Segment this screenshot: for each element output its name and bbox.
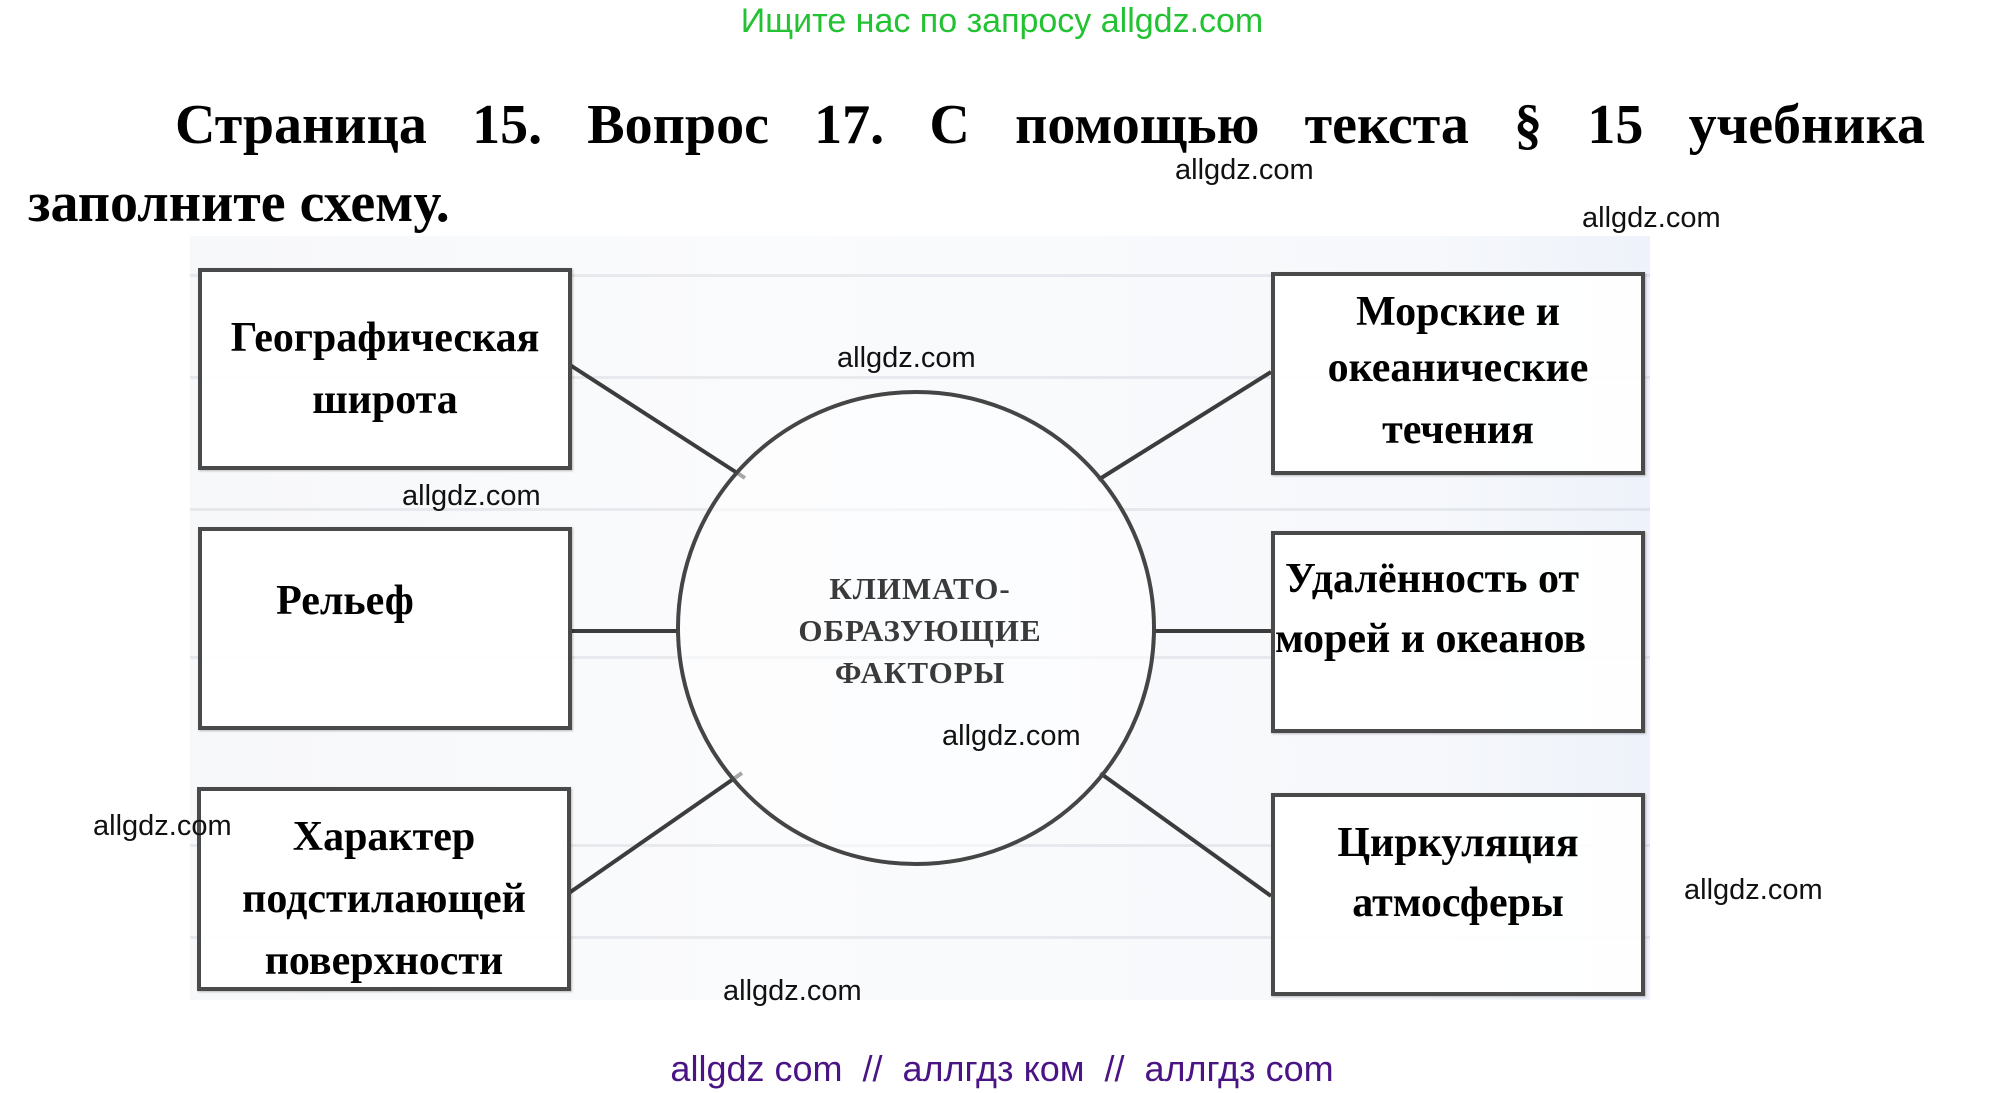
box-label: Рельеф — [276, 578, 414, 624]
watermark: allgdz.com — [837, 342, 976, 374]
center-label-line: ОБРАЗУЮЩИЕ — [798, 613, 1042, 648]
box-label: подстилающей — [242, 876, 526, 922]
center-circle — [676, 390, 1156, 866]
box-label: поверхности — [264, 938, 504, 984]
box-label: широта — [312, 377, 458, 423]
header-promo-text: Ищите нас по запросу allgdz.com — [740, 2, 1264, 40]
box-label: океанические — [1327, 345, 1589, 391]
box-label: Характер — [292, 814, 476, 860]
watermark: allgdz.com — [402, 480, 541, 512]
box-label: Морские и — [1356, 289, 1560, 335]
watermark: allgdz.com — [1582, 202, 1721, 234]
box-label: атмосферы — [1352, 880, 1564, 926]
question-title-line-2: заполните схему. — [28, 172, 450, 234]
watermark: allgdz.com — [1684, 874, 1823, 906]
watermark: allgdz.com — [1175, 154, 1314, 186]
watermark: allgdz.com — [942, 720, 1081, 752]
center-label: КЛИМАТО- ОБРАЗУЮЩИЕ ФАКТОРЫ — [760, 568, 1080, 694]
box-top-left: Географическая широта — [198, 268, 572, 470]
watermark: allgdz.com — [93, 810, 232, 842]
center-label-line: КЛИМАТО- — [829, 571, 1011, 606]
box-bottom-left: Характер подстилающей поверхности — [197, 787, 571, 991]
center-label-line: ФАКТОРЫ — [834, 655, 1006, 690]
box-top-right: Морские и океанические течения — [1271, 272, 1645, 475]
box-label: морей и океанов — [1275, 616, 1587, 662]
watermark: allgdz.com — [723, 975, 862, 1007]
box-middle-right: Удалённость от морей и океанов — [1271, 531, 1645, 733]
connector-bottom-right — [1098, 771, 1273, 898]
scan-artifact — [190, 274, 1650, 277]
question-title-line-1: Страница 15. Вопрос 17. С помощью текста… — [175, 94, 1925, 156]
box-label: Географическая — [230, 315, 540, 361]
scan-artifact — [190, 376, 1650, 379]
box-label: Удалённость от — [1285, 556, 1580, 602]
connector-top-right — [1096, 370, 1273, 482]
question-title: Страница 15. Вопрос 17. С помощью текста… — [28, 86, 1925, 242]
connector-bottom-left — [567, 771, 744, 895]
box-label: течения — [1382, 407, 1534, 453]
box-middle-left: Рельеф — [198, 527, 572, 730]
connector-top-left — [568, 363, 747, 480]
box-label: Циркуляция — [1337, 820, 1579, 866]
footer-watermark: allgdz com // аллгдз ком // аллгдз com — [670, 1048, 1334, 1089]
scan-artifact — [190, 936, 1650, 939]
box-bottom-right: Циркуляция атмосферы — [1271, 793, 1645, 996]
